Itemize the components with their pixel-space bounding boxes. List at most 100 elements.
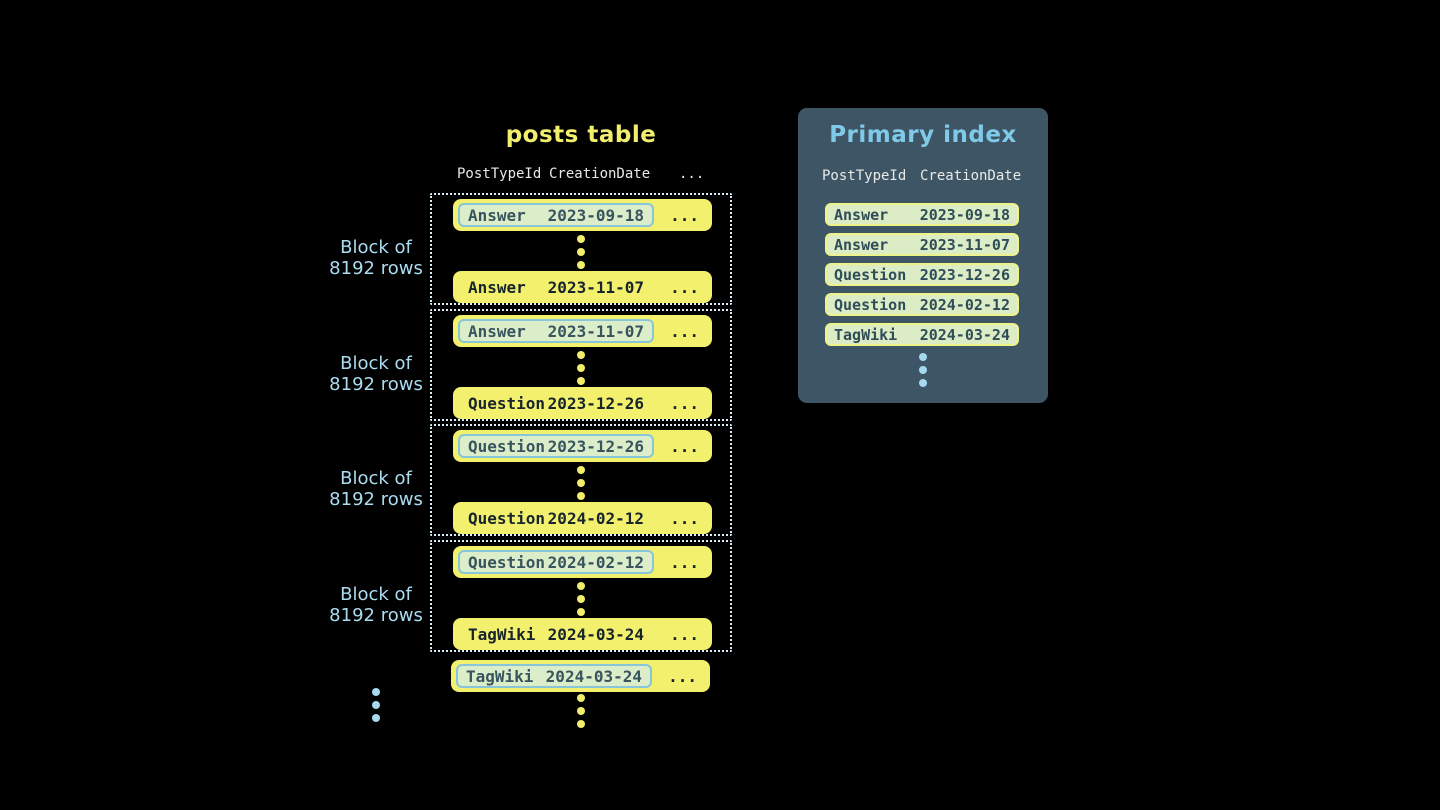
- row-values: Question 2024-02-12: [458, 506, 654, 530]
- posts-header-posttypeid: PostTypeId: [457, 166, 542, 182]
- block-label-4: Block of 8192 rows: [310, 584, 442, 626]
- block-label-line2: 8192 rows: [329, 489, 423, 510]
- table-row: Answer 2023-11-07 ...: [453, 271, 712, 303]
- posttypeid-value: TagWiki: [468, 624, 536, 644]
- row-values: Answer 2023-11-07: [458, 275, 654, 299]
- row-ellipsis: ...: [668, 666, 697, 686]
- creationdate-value: 2024-03-24: [919, 325, 1010, 344]
- table-row: Question 2024-02-12 ...: [453, 502, 712, 534]
- index-entry: Answer 2023-11-07: [825, 233, 1019, 256]
- posttypeid-value: TagWiki: [466, 666, 534, 686]
- row-ellipsis: ...: [670, 508, 699, 528]
- dot: [577, 479, 585, 487]
- row-block-1: Answer 2023-09-18 ... Answer 2023-11-07 …: [430, 193, 732, 305]
- index-header-creationdate: CreationDate: [920, 168, 1022, 184]
- block-label-3: Block of 8192 rows: [310, 468, 442, 510]
- dot: [577, 248, 585, 256]
- creationdate-value: 2023-09-18: [919, 205, 1010, 224]
- indexed-entry-highlight: Answer 2023-11-07: [458, 319, 654, 343]
- row-block-3: Question 2023-12-26 ... Question 2024-02…: [430, 424, 732, 536]
- row-ellipsis: ...: [670, 205, 699, 225]
- block-label-line2: 8192 rows: [329, 374, 423, 395]
- posts-header-creationdate: CreationDate: [549, 166, 651, 182]
- row-block-2: Answer 2023-11-07 ... Question 2023-12-2…: [430, 309, 732, 421]
- row-ellipsis: ...: [670, 277, 699, 297]
- creationdate-value: 2023-12-26: [547, 436, 644, 456]
- dot: [919, 353, 927, 361]
- block-label-line1: Block of: [340, 237, 412, 258]
- creationdate-value: 2024-02-12: [547, 508, 644, 528]
- indexed-entry-highlight: TagWiki 2024-03-24: [456, 664, 652, 688]
- primary-index-panel: Primary index PostTypeId CreationDate An…: [798, 108, 1048, 403]
- dot: [919, 366, 927, 374]
- row-values: Question 2023-12-26: [458, 391, 654, 415]
- dot: [372, 701, 380, 709]
- posts-table-title: posts table: [505, 122, 657, 148]
- posttypeid-value: Answer: [468, 205, 526, 225]
- creationdate-value: 2023-11-07: [547, 277, 644, 297]
- posttypeid-value: Answer: [834, 235, 889, 254]
- posttypeid-value: Question: [468, 552, 546, 572]
- dot: [372, 688, 380, 696]
- indexed-entry-highlight: Answer 2023-09-18: [458, 203, 654, 227]
- dot: [919, 379, 927, 387]
- creationdate-value: 2023-11-07: [919, 235, 1010, 254]
- creationdate-value: 2024-02-12: [547, 552, 644, 572]
- dot: [577, 261, 585, 269]
- dot: [577, 364, 585, 372]
- table-row: Answer 2023-11-07 ...: [453, 315, 712, 347]
- posttypeid-value: Question: [834, 295, 907, 314]
- block-label-line2: 8192 rows: [329, 605, 423, 626]
- posttypeid-value: Answer: [834, 205, 889, 224]
- row-ellipsis: ...: [670, 436, 699, 456]
- dot: [372, 714, 380, 722]
- index-entry: Question 2024-02-12: [825, 293, 1019, 316]
- posttypeid-value: Question: [468, 393, 546, 413]
- ellipsis-dots-vertical: [798, 353, 1048, 387]
- row-block-4: Question 2024-02-12 ... TagWiki 2024-03-…: [430, 540, 732, 652]
- table-row: TagWiki 2024-03-24 ...: [453, 618, 712, 650]
- table-row: Question 2023-12-26 ...: [453, 430, 712, 462]
- row-values: TagWiki 2024-03-24: [458, 622, 654, 646]
- dot: [577, 492, 585, 500]
- dot: [577, 351, 585, 359]
- posttypeid-value: Question: [468, 508, 546, 528]
- block-label-1: Block of 8192 rows: [310, 237, 442, 279]
- creationdate-value: 2023-11-07: [547, 321, 644, 341]
- indexed-entry-highlight: Question 2023-12-26: [458, 434, 654, 458]
- dot: [577, 377, 585, 385]
- dot: [577, 466, 585, 474]
- creationdate-value: 2024-03-24: [545, 666, 642, 686]
- posttypeid-value: Answer: [468, 277, 526, 297]
- table-row: Question 2024-02-12 ...: [453, 546, 712, 578]
- posts-header-ellipsis: ...: [679, 166, 705, 182]
- ellipsis-dots-vertical: [432, 466, 730, 500]
- row-ellipsis: ...: [670, 321, 699, 341]
- index-header-posttypeid: PostTypeId: [822, 168, 907, 184]
- dot: [577, 707, 585, 715]
- ellipsis-dots-vertical: [310, 688, 442, 722]
- dot: [577, 608, 585, 616]
- ellipsis-dots-vertical: [430, 694, 732, 728]
- index-entry: Question 2023-12-26: [825, 263, 1019, 286]
- creationdate-value: 2024-02-12: [919, 295, 1010, 314]
- block-label-line1: Block of: [340, 584, 412, 605]
- ellipsis-dots-vertical: [432, 235, 730, 269]
- index-entry: TagWiki 2024-03-24: [825, 323, 1019, 346]
- primary-index-title: Primary index: [829, 122, 1017, 148]
- ellipsis-dots-vertical: [432, 582, 730, 616]
- block-label-2: Block of 8192 rows: [310, 353, 442, 395]
- ellipsis-dots-vertical: [432, 351, 730, 385]
- row-ellipsis: ...: [670, 624, 699, 644]
- block-label-line1: Block of: [340, 353, 412, 374]
- posttypeid-value: Answer: [468, 321, 526, 341]
- row-ellipsis: ...: [670, 552, 699, 572]
- creationdate-value: 2024-03-24: [547, 624, 644, 644]
- index-entry: Answer 2023-09-18: [825, 203, 1019, 226]
- dot: [577, 582, 585, 590]
- posttypeid-value: TagWiki: [834, 325, 898, 344]
- dot: [577, 694, 585, 702]
- indexed-entry-highlight: Question 2024-02-12: [458, 550, 654, 574]
- table-row: Answer 2023-09-18 ...: [453, 199, 712, 231]
